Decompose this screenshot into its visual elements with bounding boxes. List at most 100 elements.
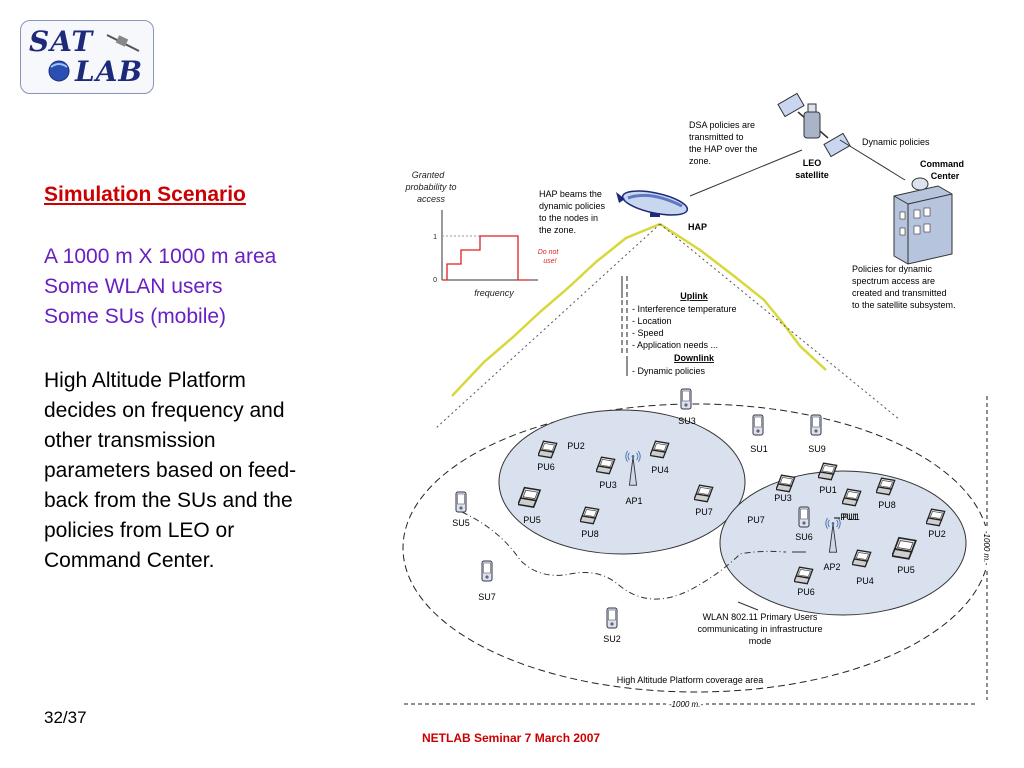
hap-note-line: the zone.: [539, 225, 576, 235]
paragraph-line: High Altitude Platform: [44, 369, 246, 392]
node-label: AP1: [625, 496, 642, 506]
bullet-item: Some WLAN users: [44, 275, 223, 298]
node-label: SU7: [478, 592, 496, 602]
node-label: SU5: [452, 518, 470, 528]
width-dimension-label: -1000 m.-: [669, 700, 704, 709]
page-number: 32/37: [44, 708, 87, 727]
graph-tick-0: 0: [433, 277, 437, 284]
node-label: AP2: [823, 562, 840, 572]
su5-device-icon: [455, 491, 467, 513]
node-label: SU3: [678, 416, 696, 426]
graph-ylabel: Granted: [412, 170, 446, 180]
uplink-title: Uplink: [680, 291, 708, 301]
leo-label: satellite: [795, 170, 829, 180]
hap-airship: [616, 190, 689, 217]
paragraph-line: policies from LEO or: [44, 519, 235, 542]
node-label: PU2: [567, 441, 585, 451]
node-label: PU7: [747, 515, 765, 525]
node-label: PU5: [523, 515, 541, 525]
node-label: PU4: [856, 576, 874, 586]
satlab-logo: SAT LAB: [20, 20, 154, 94]
hap-note: HAP beams the dynamic policies to the no…: [539, 189, 606, 235]
coverage-label: High Altitude Platform coverage area: [617, 675, 764, 685]
node-label: PU3: [774, 493, 792, 503]
hap-note-line: HAP beams the: [539, 189, 602, 199]
paragraph-line: parameters based on feed-: [44, 459, 297, 482]
node-label: PU2: [928, 529, 946, 539]
command-center-building: [893, 177, 953, 265]
dsa-note: DSA policies are transmitted to the HAP …: [689, 120, 757, 166]
description-paragraph: High Altitude Platform decides on freque…: [44, 366, 374, 576]
node-label: PU1: [819, 485, 837, 495]
downlink-item: - Dynamic policies: [632, 366, 706, 376]
access-probability-graph: Granted probability to access 1 0 Do not…: [404, 170, 559, 298]
node-label: PU5: [897, 565, 915, 575]
wlan-note-line: WLAN 802.11 Primary Users: [703, 612, 818, 622]
policies-note-line: Policies for dynamic: [852, 264, 933, 274]
graph-ylabel: probability to: [404, 182, 456, 192]
dynamic-policies-label: Dynamic policies: [862, 137, 930, 147]
logo-graphic: [48, 34, 140, 82]
leo-label: LEO: [803, 158, 822, 168]
do-not-use-label: Do not: [538, 249, 560, 256]
logo-text-sat: SAT: [29, 25, 94, 58]
policies-note-line: spectrum access are: [852, 276, 935, 286]
uplink-item: - Location: [632, 316, 672, 326]
wlan-cell-ap1: [498, 409, 746, 555]
height-dimension-label: -1000 m.-: [982, 531, 991, 566]
su-mobility-path: [461, 511, 787, 600]
node-label: PU8: [581, 529, 599, 539]
leo-satellite: [777, 92, 851, 158]
graph-tick-1: 1: [433, 234, 437, 241]
coverage-cone-right: [659, 223, 901, 421]
command-center-label: Center: [931, 171, 960, 181]
node-label: PU7: [695, 507, 713, 517]
downlink-title: Downlink: [674, 353, 715, 363]
node-label: SU1: [750, 444, 768, 454]
hap-note-line: to the nodes in: [539, 213, 598, 223]
node-label: PU1: [840, 512, 858, 522]
bullet-list: A 1000 m X 1000 m area Some WLAN users S…: [44, 242, 276, 332]
node-label: PU6: [797, 587, 815, 597]
uplink-item: - Speed: [632, 328, 664, 338]
node-label: PU3: [599, 480, 617, 490]
graph-xlabel: frequency: [474, 288, 514, 298]
beam-right: [659, 222, 827, 371]
command-to-leo-arrow: [839, 139, 906, 181]
node-label: PU6: [537, 462, 555, 472]
beam-left: [451, 222, 661, 397]
graph-ylabel: access: [417, 194, 446, 204]
footer-text: NETLAB Seminar 7 March 2007: [422, 731, 601, 745]
su2-device-icon: [606, 607, 618, 629]
node-label: PU1: [842, 512, 860, 522]
su6-device-icon: [798, 506, 810, 528]
wlan-cell-ap2: [719, 470, 967, 616]
do-not-use-label: use!: [543, 258, 556, 265]
paragraph-line: other transmission: [44, 429, 216, 452]
su9-device-icon: [810, 414, 822, 436]
paragraph-line: back from the SUs and the: [44, 489, 293, 512]
logo-text-lab: LAB: [75, 55, 144, 88]
su1-device-icon: [752, 414, 764, 436]
bullet-item: A 1000 m X 1000 m area: [44, 245, 277, 268]
dsa-note-line: the HAP over the: [689, 144, 757, 154]
hap-label: HAP: [688, 222, 707, 232]
su3-device-icon: [680, 388, 692, 410]
uplink-item: - Application needs ...: [632, 340, 718, 350]
bullet-item: Some SUs (mobile): [44, 305, 227, 328]
node-label: PU8: [878, 500, 896, 510]
command-center-label: Command: [920, 159, 964, 169]
node-label: SU2: [603, 634, 621, 644]
leo-to-hap-arrow: [689, 149, 803, 197]
wlan-note-arrow: [737, 601, 759, 611]
uplink-item: - Interference temperature: [632, 304, 737, 314]
coverage-cone-left: [435, 223, 661, 429]
slide-title: Simulation Scenario: [44, 183, 246, 206]
su7-device-icon: [481, 560, 493, 582]
wlan-note-line: communicating in infrastructure: [697, 624, 822, 634]
paragraph-line: Command Center.: [44, 549, 215, 572]
policies-note-line: to the satellite subsystem.: [852, 300, 956, 310]
node-label: SU6: [795, 532, 813, 542]
policies-note: Policies for dynamic spectrum access are…: [852, 264, 956, 310]
